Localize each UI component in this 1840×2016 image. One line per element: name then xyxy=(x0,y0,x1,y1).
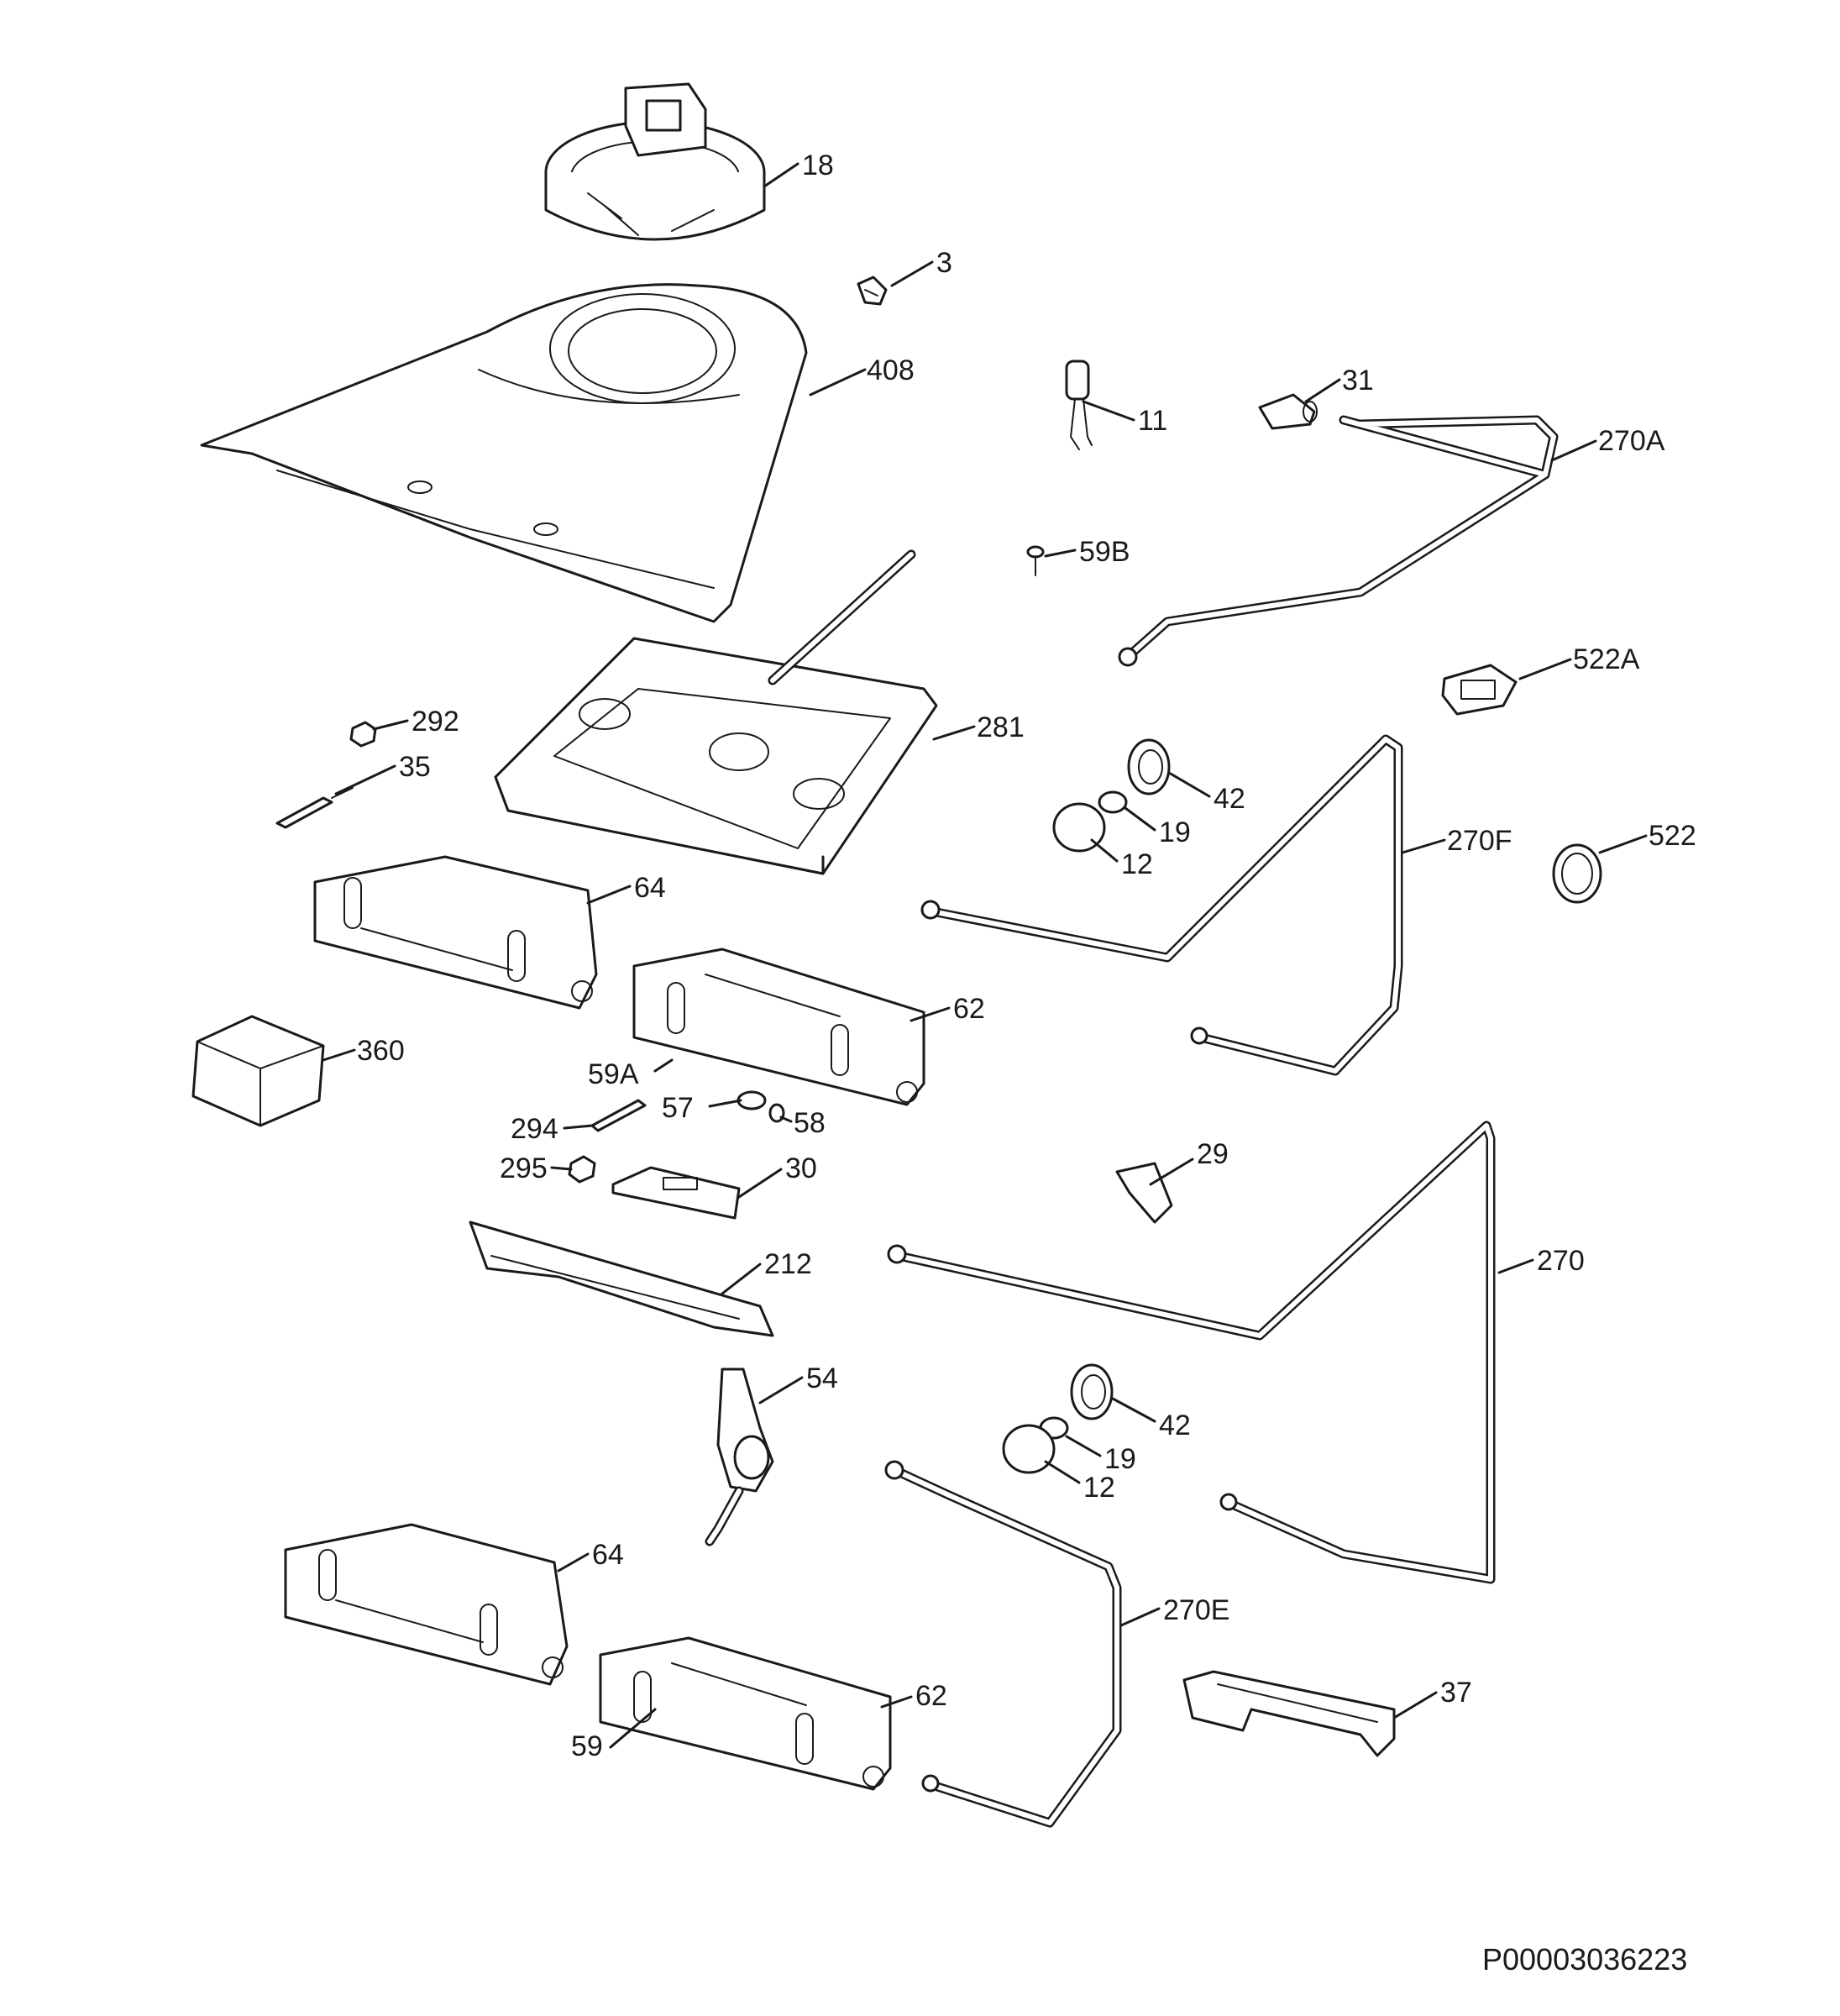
leader-lines xyxy=(322,162,1648,1749)
callout-42-lower: 42 xyxy=(1159,1410,1191,1441)
callout-19-lower: 19 xyxy=(1104,1443,1136,1475)
part-281-burner-tray xyxy=(494,549,938,875)
callout-294: 294 xyxy=(511,1113,558,1145)
part-62-frame-lower xyxy=(599,1636,892,1791)
callout-62-upper: 62 xyxy=(953,993,985,1025)
part-522-clamp xyxy=(1552,843,1602,904)
part-18-fan-motor xyxy=(544,82,766,241)
callout-64-lower: 64 xyxy=(592,1539,624,1571)
callout-18: 18 xyxy=(802,150,834,181)
part-270E-pipe xyxy=(884,1460,1122,1828)
part-12-lamp-cover-lower xyxy=(1002,1424,1056,1474)
part-30-bracket xyxy=(611,1166,741,1220)
callout-270A: 270A xyxy=(1598,425,1665,457)
callout-29: 29 xyxy=(1197,1138,1229,1170)
part-35-thermocouple xyxy=(275,787,354,829)
callout-270F: 270F xyxy=(1447,825,1512,857)
part-42-lamp-holder-upper xyxy=(1127,738,1171,795)
document-id: P00003036223 xyxy=(1482,1942,1687,1977)
callout-281: 281 xyxy=(977,711,1025,743)
part-54-valve xyxy=(705,1368,774,1546)
part-31-connector xyxy=(1258,393,1318,430)
callout-64-upper: 64 xyxy=(634,872,666,904)
callout-3: 3 xyxy=(936,247,952,279)
callout-42-upper: 42 xyxy=(1214,783,1245,815)
part-11-sensor xyxy=(1065,360,1093,450)
callout-57: 57 xyxy=(662,1092,694,1124)
part-29-clip xyxy=(1115,1162,1173,1224)
part-37-strip xyxy=(1182,1670,1396,1757)
part-270-pipe xyxy=(887,1121,1496,1584)
part-42-lamp-holder-lower xyxy=(1070,1363,1114,1420)
part-3-clip xyxy=(857,276,888,306)
callout-35: 35 xyxy=(399,751,431,783)
part-57-gasket xyxy=(737,1090,767,1110)
part-59B-screw xyxy=(1026,545,1045,576)
callout-292: 292 xyxy=(412,706,459,738)
part-270F-pipe xyxy=(920,734,1403,1076)
callout-59B: 59B xyxy=(1079,536,1130,568)
callout-295: 295 xyxy=(500,1152,548,1184)
callout-59A: 59A xyxy=(588,1058,639,1090)
callout-270: 270 xyxy=(1537,1245,1585,1277)
callout-labels: 18 3 408 31 11 270A 59B 522A 292 281 35 … xyxy=(357,150,1696,1762)
part-58-o-ring xyxy=(768,1103,785,1123)
callout-58: 58 xyxy=(794,1107,826,1139)
part-212-deflector xyxy=(469,1221,774,1337)
callout-19-upper: 19 xyxy=(1159,816,1191,848)
callout-37: 37 xyxy=(1440,1677,1472,1709)
part-292-nut xyxy=(349,721,377,748)
callout-12-lower: 12 xyxy=(1083,1472,1115,1504)
callout-270E: 270E xyxy=(1163,1594,1229,1626)
callout-408: 408 xyxy=(867,354,915,386)
callout-62-lower: 62 xyxy=(915,1680,947,1712)
callout-31: 31 xyxy=(1342,365,1374,396)
part-19-bulb-upper xyxy=(1098,790,1128,814)
callout-59: 59 xyxy=(571,1730,603,1762)
callout-11: 11 xyxy=(1138,405,1167,437)
part-295-nut xyxy=(568,1155,596,1184)
part-522A-holder xyxy=(1441,664,1518,716)
callout-360: 360 xyxy=(357,1035,405,1067)
part-294-electrode xyxy=(590,1099,647,1132)
callout-12-upper: 12 xyxy=(1121,848,1153,880)
callout-30: 30 xyxy=(785,1152,817,1184)
part-62-frame-upper xyxy=(632,948,925,1106)
part-270A-pipe xyxy=(1118,415,1559,667)
part-64-burner-upper xyxy=(313,855,598,1010)
callout-212: 212 xyxy=(764,1248,812,1280)
part-64-burner-lower xyxy=(284,1523,569,1686)
callout-54: 54 xyxy=(806,1362,838,1394)
part-360-switch xyxy=(191,1015,325,1127)
callout-522: 522 xyxy=(1649,820,1696,852)
callout-522A: 522A xyxy=(1573,643,1640,675)
part-408-fan-cover xyxy=(200,283,808,623)
